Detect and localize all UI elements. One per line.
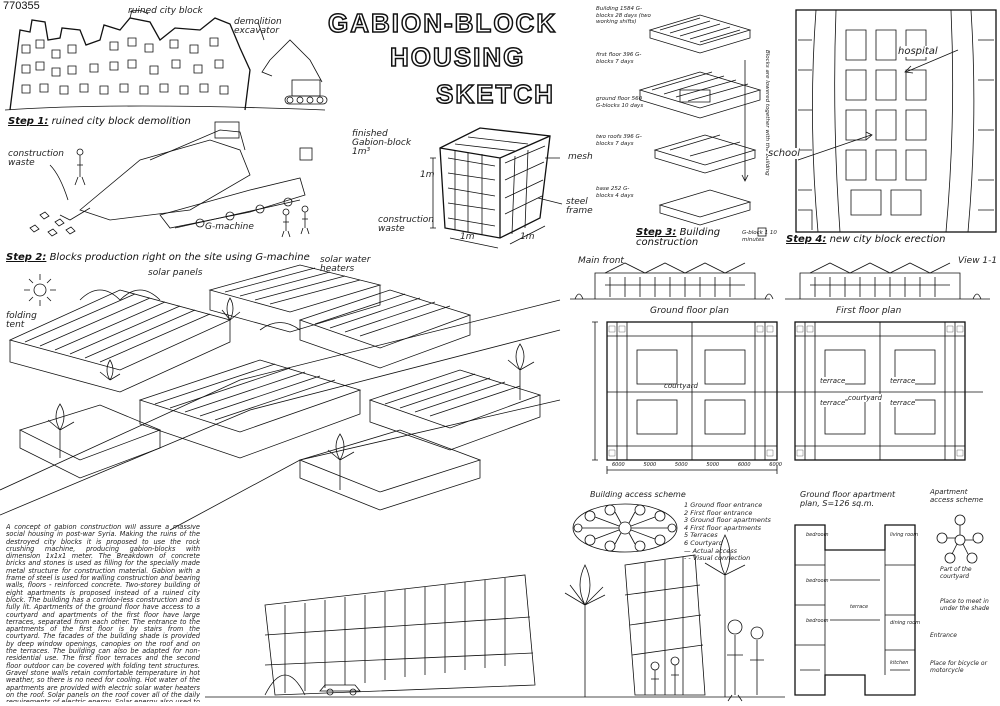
label-courtyard-first: courtyard — [848, 394, 882, 402]
step-2-caption: Step 2: Blocks production right on the s… — [6, 252, 310, 263]
construction-stack-sketch — [638, 14, 767, 237]
label-main-front: Main front — [578, 256, 624, 266]
access-legend-item: - - Visual connection — [684, 554, 751, 563]
label-view-1-1: View 1-1 — [958, 256, 998, 266]
label-ruined-city-block: ruined city block — [128, 6, 203, 16]
dim-6: 6000 — [769, 462, 782, 468]
label-two-roofs-blocks: two roofs 396 G-blocks 7 days — [596, 134, 642, 147]
step-3-caption: Step 3: Building construction — [636, 228, 746, 248]
sheet-number: 770355 — [3, 0, 40, 12]
perspective-street-view — [205, 534, 785, 702]
title-line-2: HOUSING — [389, 41, 526, 73]
gabion-block-cube — [430, 127, 563, 249]
label-ground-floor-plan: Ground floor plan — [650, 306, 729, 316]
label-dim-height: 1m — [420, 170, 435, 180]
room-bedroom-3: bedroom — [806, 618, 829, 624]
step-4-prefix: Step 4: — [786, 234, 827, 245]
label-folding-tent: folding tent — [6, 311, 37, 330]
label-first-floor-plan: First floor plan — [836, 306, 902, 316]
label-terrace-3: terrace — [820, 399, 846, 407]
access-legend-item: 5 Terraces — [684, 531, 718, 540]
label-g-machine: G-machine — [205, 222, 254, 232]
label-terrace-1: terrace — [820, 377, 846, 385]
label-construction-waste-2: construction waste — [378, 215, 434, 234]
label-finished-gabion-block: finished Gabion-block 1m³ — [352, 129, 412, 157]
step-3-text: Building construction — [636, 227, 721, 248]
dim-1: 6000 — [612, 462, 625, 468]
label-solar-water-heaters: solar water heaters — [320, 255, 371, 274]
access-legend-item: — Actual access — [684, 546, 738, 555]
label-ground-floor-blocks: ground floor 560 G-blocks 10 days — [596, 96, 644, 109]
step-1-caption: Step 1: ruined city block demolition — [8, 116, 191, 127]
label-apartment-plan: Ground floor apartment plan, S=126 sq.m. — [800, 490, 896, 508]
ruined-block-sketch — [4, 9, 328, 111]
step-4-text: new city block erection — [829, 234, 946, 245]
label-solar-panels: solar panels — [148, 268, 203, 278]
access-scheme-diagram — [572, 503, 678, 553]
access-legend-item: 4 First floor apartments — [684, 523, 762, 532]
step-3-prefix: Step 3: — [636, 227, 677, 238]
dim-4: 5000 — [706, 462, 720, 468]
apartment-access-diagram — [936, 514, 984, 564]
dim-3: 5000 — [674, 462, 688, 468]
dimension-strip-ground: 6000 5000 5000 5000 6000 6000 — [612, 462, 782, 468]
label-part-of-courtyard: Part of the courtyard — [940, 566, 972, 580]
step-2-text: Blocks production right on the site usin… — [49, 252, 310, 263]
step-2-prefix: Step 2: — [6, 252, 47, 263]
label-courtyard-ground: courtyard — [664, 382, 698, 390]
dim-2: 5000 — [643, 462, 657, 468]
label-terrace-4: terrace — [890, 399, 916, 407]
step-1-prefix: Step 1: — [8, 116, 49, 127]
label-place-to-meet: Place to meet in under the shade — [940, 598, 990, 612]
label-mesh: mesh — [568, 152, 593, 162]
room-living-room: living room — [890, 532, 919, 538]
label-base-blocks: base 252 G-blocks 4 days — [596, 186, 634, 199]
label-dim-width: 1m — [460, 232, 475, 242]
step-4-caption: Step 4: new city block erection — [786, 234, 946, 245]
apartment-plan-sketch — [794, 524, 916, 696]
label-building-total: Building 1584 G-blocks 28 days (two work… — [596, 6, 651, 25]
room-dining-room: dining room — [890, 620, 921, 626]
access-legend-item: 2 First floor entrance — [684, 508, 753, 517]
g-machine-sketch — [29, 121, 313, 238]
label-entrance: Entrance — [930, 632, 957, 639]
label-dim-depth: 1m — [520, 232, 535, 242]
label-school: school — [768, 148, 801, 159]
label-demolition-excavator: demolition excavator — [234, 17, 282, 36]
aerial-view-sketch — [0, 264, 561, 531]
label-terrace-2: terrace — [890, 377, 916, 385]
label-building-access-scheme: Building access scheme — [590, 490, 686, 499]
label-g-block-time: G-block 1 10 minutes — [742, 230, 777, 243]
label-steel-frame: steel frame — [566, 197, 593, 216]
title-line-1: GABION-BLOCK — [327, 7, 558, 39]
room-bedroom-1: bedroom — [806, 532, 829, 538]
title-line-3: SKETCH — [435, 78, 555, 110]
room-terrace: terrace — [850, 604, 869, 610]
room-kitchen: kitchen — [890, 660, 909, 666]
label-place-for-bicycle: Place for bicycle or motorcycle — [930, 660, 988, 674]
city-block-map — [795, 9, 997, 233]
access-legend-item: 1 Ground floor entrance — [684, 501, 763, 509]
label-construction-waste: construction waste — [8, 149, 64, 168]
dim-5: 6000 — [737, 462, 751, 468]
label-apartment-access-scheme: Apartment access scheme — [930, 488, 984, 504]
room-bedroom-2: bedroom — [806, 578, 829, 584]
label-vertical-note: Blocks are lowered together with the bui… — [764, 50, 770, 176]
floor-plans-sketch — [592, 321, 983, 474]
access-legend-item: 6 Courtyard — [684, 538, 723, 547]
step-1-text: ruined city block demolition — [51, 116, 191, 127]
access-legend: 1 Ground floor entrance 2 First floor en… — [684, 501, 794, 563]
elevations-sketch — [570, 262, 990, 300]
description-text: A concept of gabion construction will as… — [6, 524, 200, 702]
access-legend-item: 3 Ground floor apartments — [684, 516, 771, 525]
label-hospital: hospital — [898, 46, 938, 57]
label-first-floor-blocks: first floor 396 G-blocks 7 days — [596, 52, 642, 65]
